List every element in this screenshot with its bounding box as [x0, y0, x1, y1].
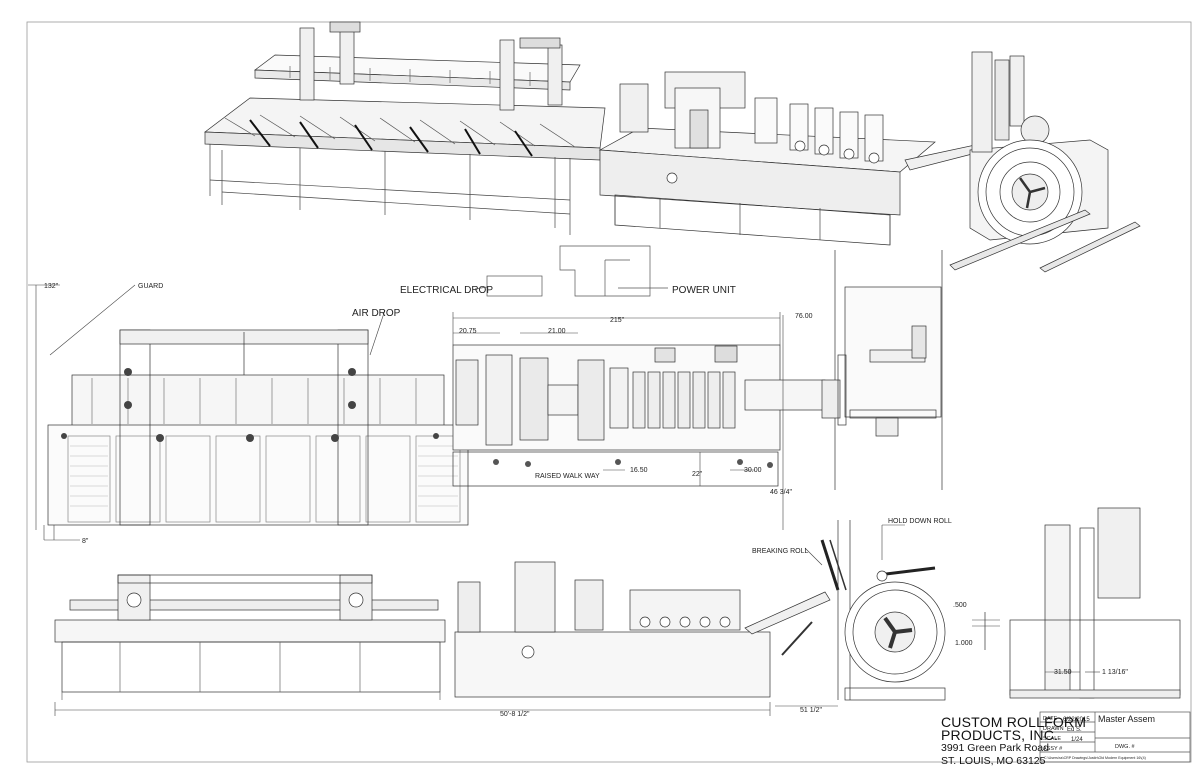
- end-elevation-view: [47, 329, 469, 526]
- guard-label: GUARD: [138, 283, 163, 290]
- file-path: C:\Users\ss\CRP Drawings\Justin\Old Mode…: [1044, 756, 1146, 760]
- dim-8: 8": [82, 538, 89, 545]
- dim-132: 132": [44, 283, 59, 290]
- dim-51-1-2: 51 1/2": [800, 707, 822, 714]
- raised-walk-way-label: RAISED WALK WAY: [535, 473, 600, 480]
- drawn-value: Ed S.: [1067, 727, 1082, 733]
- dim-16-50: 16.50: [630, 467, 648, 474]
- plan-view-dimensions: [452, 312, 784, 530]
- company-address-street: 3991 Green Park Road: [941, 742, 1049, 754]
- company-name-line2: PRODUCTS, INC.: [941, 727, 1059, 743]
- dim-22: 22": [692, 471, 703, 478]
- isometric-view: [204, 21, 1141, 273]
- dim-30-00: 30.00: [744, 467, 762, 474]
- date-label: DATE: [1043, 716, 1058, 722]
- power-unit-outline: [559, 245, 651, 297]
- dim-50-8-1-2: 50'-8 1/2": [500, 711, 530, 718]
- dim-0-500: .500: [953, 602, 967, 609]
- power-unit-label: POWER UNIT: [672, 285, 736, 296]
- side-elevation-view: [54, 507, 1181, 701]
- sheet-border: [26, 21, 1192, 763]
- dim-46-3-4: 46 3/4": [770, 489, 792, 496]
- hold-down-roll-label: HOLD DOWN ROLL: [888, 518, 952, 525]
- scale-value: 1/24: [1071, 737, 1083, 743]
- decoiler-plan-view: [821, 250, 943, 490]
- dim-76-00: 76.00: [795, 313, 813, 320]
- end-elevation-dimensions: [28, 284, 386, 541]
- date-value: 6/22/2015: [1063, 717, 1090, 723]
- company-address-city: ST. LOUIS, MO 63125: [941, 755, 1046, 767]
- drawing-title: Master Assem: [1098, 714, 1155, 724]
- air-drop-label: AIR DROP: [352, 308, 401, 319]
- plan-view: [452, 344, 826, 487]
- utility-drops: [486, 245, 668, 297]
- dim-1-13-16: 1 13/16": [1102, 669, 1128, 676]
- dim-20-75: 20.75: [459, 328, 477, 335]
- side-elevation-dimensions: [54, 524, 1100, 716]
- electrical-drop-box: [486, 275, 543, 297]
- dim-215: 215": [610, 317, 625, 324]
- assy-label: ASSY #: [1043, 746, 1063, 752]
- scale-label: SCALE: [1043, 736, 1061, 742]
- dim-1-000: 1.000: [955, 640, 973, 647]
- dwg-label: DWG. #: [1115, 744, 1135, 750]
- breaking-roll-label: BREAKING ROLL: [752, 548, 809, 555]
- dim-21-00: 21.00: [548, 328, 566, 335]
- company-name: CUSTOM ROLLFORM PRODUCTS, INC.: [941, 714, 1087, 743]
- title-block-frame: [1039, 711, 1191, 763]
- dim-31-50: 31.50: [1054, 669, 1072, 676]
- company-name-line1: CUSTOM ROLLFORM: [941, 714, 1087, 730]
- drawn-label: DRAWN: [1043, 726, 1064, 732]
- electrical-drop-label: ELECTRICAL DROP: [400, 285, 493, 296]
